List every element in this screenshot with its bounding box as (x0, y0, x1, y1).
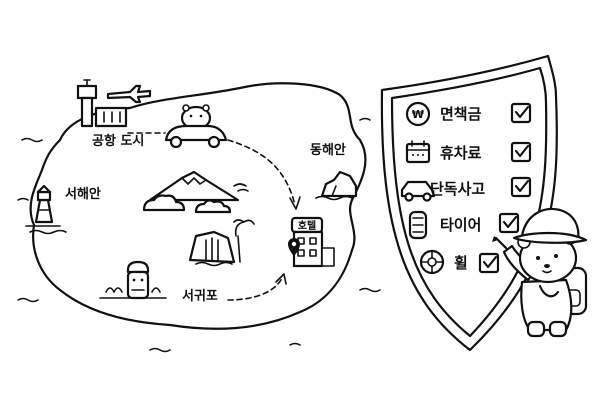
coverage-label: 단독사고 (430, 180, 485, 198)
route-dashed-line-east (227, 139, 296, 206)
label-airport-city: 공항 도시 (92, 133, 144, 149)
coverage-label: 면책금 (440, 105, 482, 123)
sea-cliff-icon (315, 170, 358, 201)
won-coin-icon: ₩ (405, 101, 431, 127)
coverage-item: 단독사고 (400, 176, 532, 202)
lighthouse-icon (25, 184, 67, 235)
car-with-bear (164, 104, 228, 149)
label-east-coast: 동해안 (310, 142, 346, 158)
coverage-item: ₩ 면책금 (405, 101, 532, 127)
calendar-icon (405, 140, 431, 164)
airport-tower-icon (76, 79, 128, 128)
coverage-item: 타이어 (408, 210, 520, 240)
bear-character (492, 207, 588, 338)
route-dashed-line-south (227, 277, 283, 301)
label-seogwipo: 서귀포 (182, 288, 218, 304)
wheel-icon (419, 249, 445, 275)
sea-waves (17, 117, 381, 353)
hotel-building-icon: 호텔 (290, 216, 335, 268)
coverage-label: 타이어 (440, 216, 481, 234)
coverage-list: ₩ 면책금 휴차료 (400, 101, 532, 275)
stone-statue-icon (99, 260, 167, 300)
island-outline (29, 82, 367, 330)
tire-icon (408, 210, 428, 240)
hotel-sign: 호텔 (298, 219, 316, 232)
island-map: 공항 도시 동해안 (17, 79, 381, 353)
coverage-label: 휠 (454, 254, 468, 272)
coverage-item: 휠 (419, 249, 500, 275)
label-west-coast: 서해안 (65, 186, 101, 202)
airplane-icon (106, 84, 152, 104)
location-pin-icon (288, 238, 300, 256)
car-icon (400, 180, 436, 202)
mountain-icon (142, 170, 249, 214)
coverage-label: 휴차료 (440, 144, 482, 162)
waterfall-icon (188, 219, 255, 267)
insurance-shield (380, 54, 558, 352)
svg-text:₩: ₩ (412, 108, 424, 121)
coverage-item: 휴차료 (405, 140, 532, 164)
